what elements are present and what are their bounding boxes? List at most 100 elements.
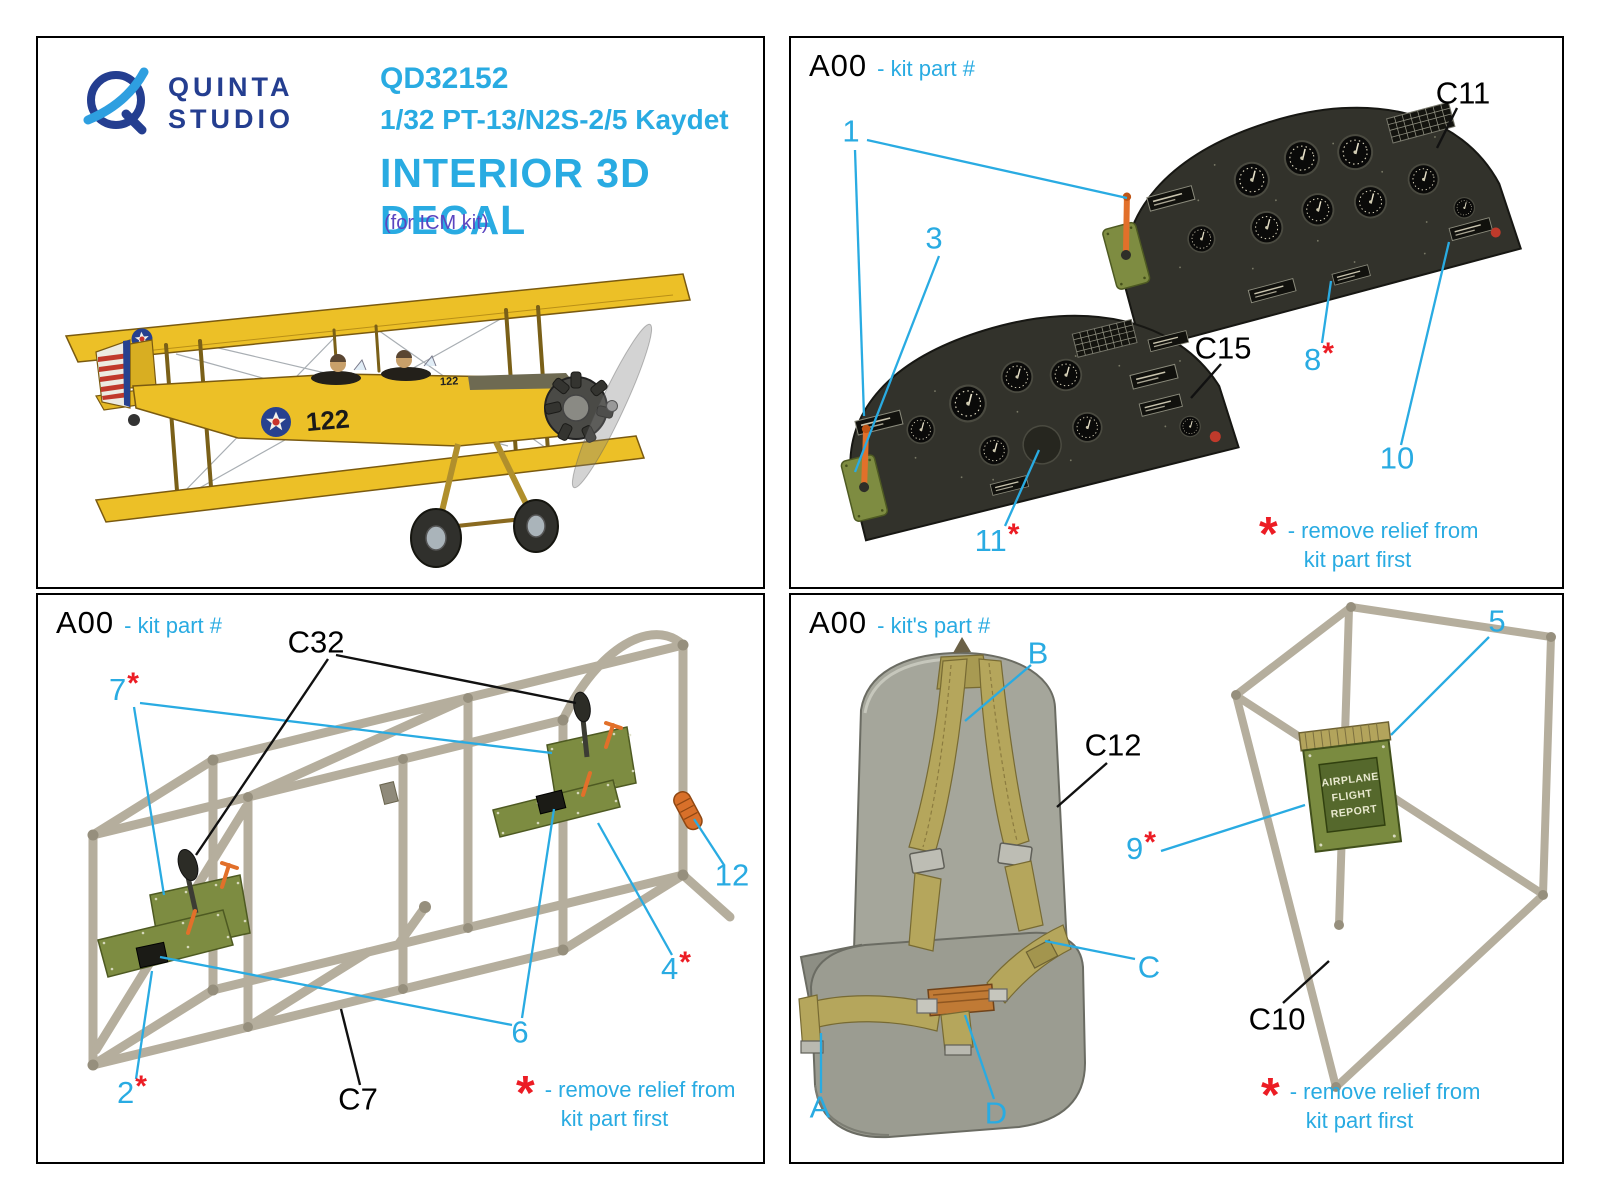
leader-10 <box>1399 241 1451 446</box>
leader-lines-cyan <box>853 138 1451 527</box>
red-knob <box>1209 431 1221 443</box>
instrument-panel-c15 <box>818 314 1240 542</box>
leader-lines-cyan <box>132 701 725 1080</box>
adjuster-buckle-left <box>909 847 945 875</box>
section-header: A00 - kit's part # <box>809 605 990 641</box>
part-label-c11: C11 <box>1435 75 1491 111</box>
leader-5 <box>1390 636 1490 736</box>
section-label: A00 <box>809 605 868 640</box>
remove-relief-star: * <box>1144 826 1156 859</box>
flight-report-case: AIRPLANE FLIGHT REPORT <box>1298 721 1403 853</box>
callout-6: 6 <box>511 1014 529 1050</box>
fin <box>129 339 157 389</box>
leader-c11 <box>1435 107 1459 149</box>
lap-strap-left <box>806 995 942 1032</box>
red-knob <box>1490 227 1501 238</box>
strap-metal-tip <box>800 1040 824 1054</box>
section-note: - kit part # <box>877 56 975 81</box>
empty-gauge-hole <box>1022 425 1062 465</box>
callout-7: 7* <box>109 667 139 707</box>
shoulder-strap-right <box>978 658 1030 850</box>
remove-relief-star: * <box>135 1070 147 1103</box>
fuselage-insignia <box>261 407 291 437</box>
front-cockpit <box>381 367 431 381</box>
callout-10: 10 <box>1379 440 1415 476</box>
tail-wheel <box>128 414 140 426</box>
leader-8 <box>1320 280 1333 344</box>
section-header: A00 - kit part # <box>56 605 222 641</box>
brand-name: QUINTA STUDIO <box>168 71 294 135</box>
seat-section: AIRPLANE FLIGHT REPORT A00 - kit's part … <box>789 593 1564 1164</box>
section-label: A00 <box>809 48 868 83</box>
title-panel: QUINTA STUDIO QD32152 1/32 PT-13/N2S-2/5… <box>36 36 765 589</box>
prop-hub <box>606 400 618 412</box>
windscreen-rear <box>353 359 367 371</box>
remove-relief-star: * <box>1322 337 1334 370</box>
remove-relief-star: * <box>679 946 691 979</box>
leader-7-right <box>139 701 553 755</box>
callout-a: A <box>809 1089 831 1125</box>
leader-c15 <box>1190 363 1222 399</box>
buckle-metal-left <box>916 998 938 1014</box>
callout-12: 12 <box>714 857 750 893</box>
lower-strap-right <box>1004 860 1044 932</box>
leader-4 <box>596 822 674 956</box>
legend-text: - remove relief from kit part first <box>545 1075 736 1133</box>
callout-b: B <box>1027 635 1049 671</box>
side-panel-low <box>97 909 234 978</box>
leader-1-to-c11-lever <box>866 138 1128 200</box>
leader-9 <box>1160 803 1306 853</box>
legend-line1: - remove relief from <box>544 1077 736 1102</box>
orange-handle <box>604 723 615 749</box>
leader-6-mid <box>520 808 556 1019</box>
leader-lines-black <box>1190 107 1459 399</box>
product-type: INTERIOR 3D DECAL <box>380 150 651 243</box>
legend-star: * <box>1259 508 1278 561</box>
section-note: - kit part # <box>124 613 222 638</box>
leader-c10 <box>1282 960 1330 1004</box>
lower-strap-left <box>908 872 942 952</box>
callout-1: 1 <box>842 113 860 149</box>
tube-joints <box>87 639 689 1071</box>
product-code: QD32152 <box>380 62 509 95</box>
lap-buckle-right <box>1025 939 1059 969</box>
part-label-c12: C12 <box>1084 727 1142 763</box>
leader-c12 <box>1056 762 1108 808</box>
remove-relief-star: * <box>1007 518 1020 551</box>
orange-handle <box>220 863 231 889</box>
leader-lines-black <box>1056 762 1330 1004</box>
kit-note: (for ICM kit) <box>384 212 489 234</box>
aircraft-number-small: 122 <box>440 375 459 388</box>
callout-5: 5 <box>1488 603 1506 639</box>
part-label-c32: C32 <box>287 624 345 660</box>
engine <box>544 323 653 489</box>
brand-bottom: STUDIO <box>168 104 295 134</box>
placard-low <box>135 941 169 969</box>
bottom-wing <box>94 435 646 523</box>
landing-gear <box>410 440 559 568</box>
legend-line2: kit part first <box>1305 1108 1414 1133</box>
leader-3 <box>853 255 941 473</box>
aircraft-number-large: 122 <box>305 403 351 437</box>
rudder <box>95 339 131 409</box>
legend-text: - remove relief from kit part first <box>1290 1077 1481 1135</box>
legend: * - remove relief from kit part first <box>1259 508 1478 574</box>
fuselage-frame-art <box>87 630 735 1086</box>
antiglare-panel <box>468 373 578 390</box>
buckle-metal-right <box>988 988 1008 1002</box>
legend-line1: - remove relief from <box>1289 1079 1481 1104</box>
leader-c32-right <box>335 653 577 705</box>
leader-lines-cyan <box>819 636 1490 1100</box>
callout-4: 4* <box>661 946 691 986</box>
stick-grip-right <box>573 691 591 723</box>
callout-9: 9* <box>1126 826 1156 866</box>
orange-handle <box>581 771 592 797</box>
stick-grip-left <box>177 849 199 881</box>
brand-top: QUINTA <box>168 72 294 102</box>
legend: * - remove relief from kit part first <box>1261 1072 1481 1135</box>
leader-c32-left <box>195 658 329 856</box>
legend-line2: kit part first <box>1303 547 1412 572</box>
control-stick-right <box>580 718 590 758</box>
instrument-panels-section: A00 - kit part # 1 3 8* 10 11* C11 C15 *… <box>789 36 1564 589</box>
